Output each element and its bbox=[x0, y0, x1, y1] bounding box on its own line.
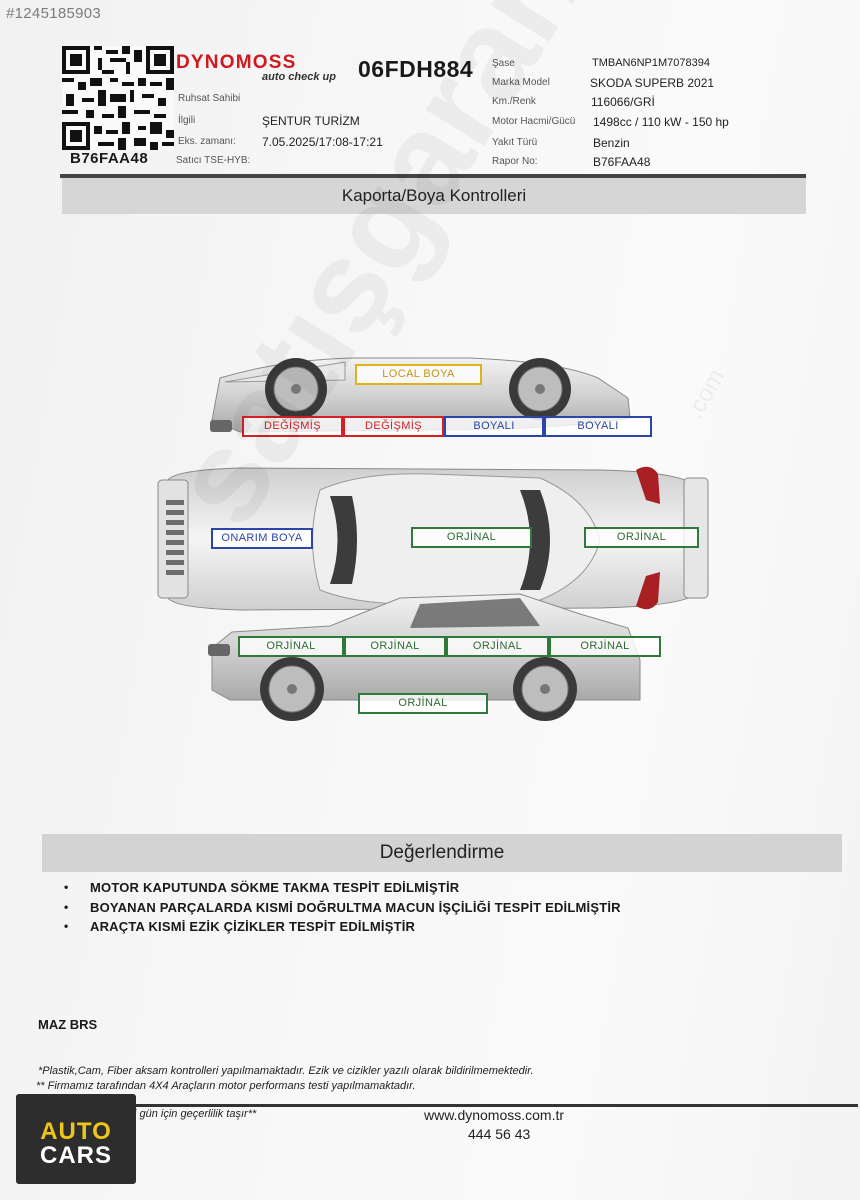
divider bbox=[30, 1104, 858, 1107]
tag-roof-top: LOCAL BOYA bbox=[355, 364, 482, 385]
tag-left-rear-fender: BOYALI bbox=[544, 416, 652, 437]
field-label: Yakıt Türü bbox=[492, 137, 538, 148]
field-label: Marka Model bbox=[492, 77, 550, 88]
tag-left-rear-door: BOYALI bbox=[444, 416, 544, 437]
footer-website: www.dynomoss.com.tr bbox=[424, 1107, 565, 1123]
field-label: İlgili bbox=[178, 115, 196, 126]
field-label: Km./Renk bbox=[492, 96, 536, 107]
field-value: SKODA SUPERB 2021 bbox=[590, 76, 715, 90]
tag-right-rear-door: ORJİNAL bbox=[446, 636, 549, 657]
field-value: B76FAA48 bbox=[593, 155, 651, 169]
tag-hood: ONARIM BOYA bbox=[211, 528, 313, 549]
field-value: 7.05.2025/17:08-17:21 bbox=[262, 135, 383, 149]
tag-right-front-door: ORJİNAL bbox=[344, 636, 446, 657]
evaluation-list: MOTOR KAPUTUNDA SÖKME TAKMA TESPİT EDİLM… bbox=[62, 880, 621, 939]
footer-phone: 444 56 43 bbox=[468, 1126, 531, 1142]
qr-code-icon bbox=[62, 46, 174, 150]
brand-tagline: auto check up bbox=[262, 71, 336, 83]
field-value: 116066/GRİ bbox=[591, 95, 655, 109]
field-value: 1498cc / 110 kW - 150 hp bbox=[593, 115, 729, 129]
listing-id: #1245185903 bbox=[6, 5, 102, 22]
field-value: TMBAN6NP1M7078394 bbox=[592, 57, 711, 69]
bodywork-section-title: Kaporta/Boya Kontrolleri bbox=[62, 178, 806, 214]
brand-logo: DYNOMOSS bbox=[176, 52, 297, 73]
logo-text: AUTO bbox=[40, 1118, 112, 1145]
signer-name: MAZ BRS bbox=[38, 1017, 98, 1032]
list-item: BOYANAN PARÇALARDA KISMİ DOĞRULTMA MACUN… bbox=[62, 900, 621, 920]
car-left-side-view bbox=[210, 357, 631, 433]
tag-right-sill: ORJİNAL bbox=[358, 693, 488, 714]
note-line: *Plastik,Cam, Fiber aksam kontrolleri ya… bbox=[38, 1065, 534, 1077]
list-item: ARAÇTA KISMİ EZİK ÇİZİKLER TESPİT EDİLMİ… bbox=[62, 919, 621, 939]
field-label: Rapor No: bbox=[492, 156, 538, 167]
plate-number: 06FDH884 bbox=[358, 56, 474, 82]
divider bbox=[60, 174, 806, 178]
field-label: Ruhsat Sahibi bbox=[178, 93, 241, 104]
field-label: Satıcı TSE-HYB: bbox=[176, 155, 251, 166]
autocars-logo: AUTO CARS bbox=[16, 1094, 136, 1184]
note-line: ** Firmamız tarafından 4X4 Araçların mot… bbox=[36, 1080, 416, 1092]
list-item: MOTOR KAPUTUNDA SÖKME TAKMA TESPİT EDİLM… bbox=[62, 880, 621, 900]
field-label: Eks. zamanı: bbox=[178, 136, 236, 147]
evaluation-section-title: Değerlendirme bbox=[42, 834, 842, 872]
field-label: Şase bbox=[492, 58, 515, 69]
field-value: ŞENTUR TURİZM bbox=[262, 114, 360, 128]
tag-left-front-fender: DEĞİŞMİŞ bbox=[242, 416, 343, 437]
report-code-label: B76FAA48 bbox=[70, 150, 149, 167]
tag-left-front-door: DEĞİŞMİŞ bbox=[343, 416, 444, 437]
field-value: Benzin bbox=[593, 136, 630, 150]
tag-right-rear-fender: ORJİNAL bbox=[549, 636, 661, 657]
tag-right-front-fender: ORJİNAL bbox=[238, 636, 344, 657]
tag-roof: ORJİNAL bbox=[411, 527, 532, 548]
field-label: Motor Hacmi/Gücü bbox=[492, 116, 576, 127]
tag-trunk: ORJİNAL bbox=[584, 527, 699, 548]
logo-text: CARS bbox=[39, 1142, 112, 1169]
